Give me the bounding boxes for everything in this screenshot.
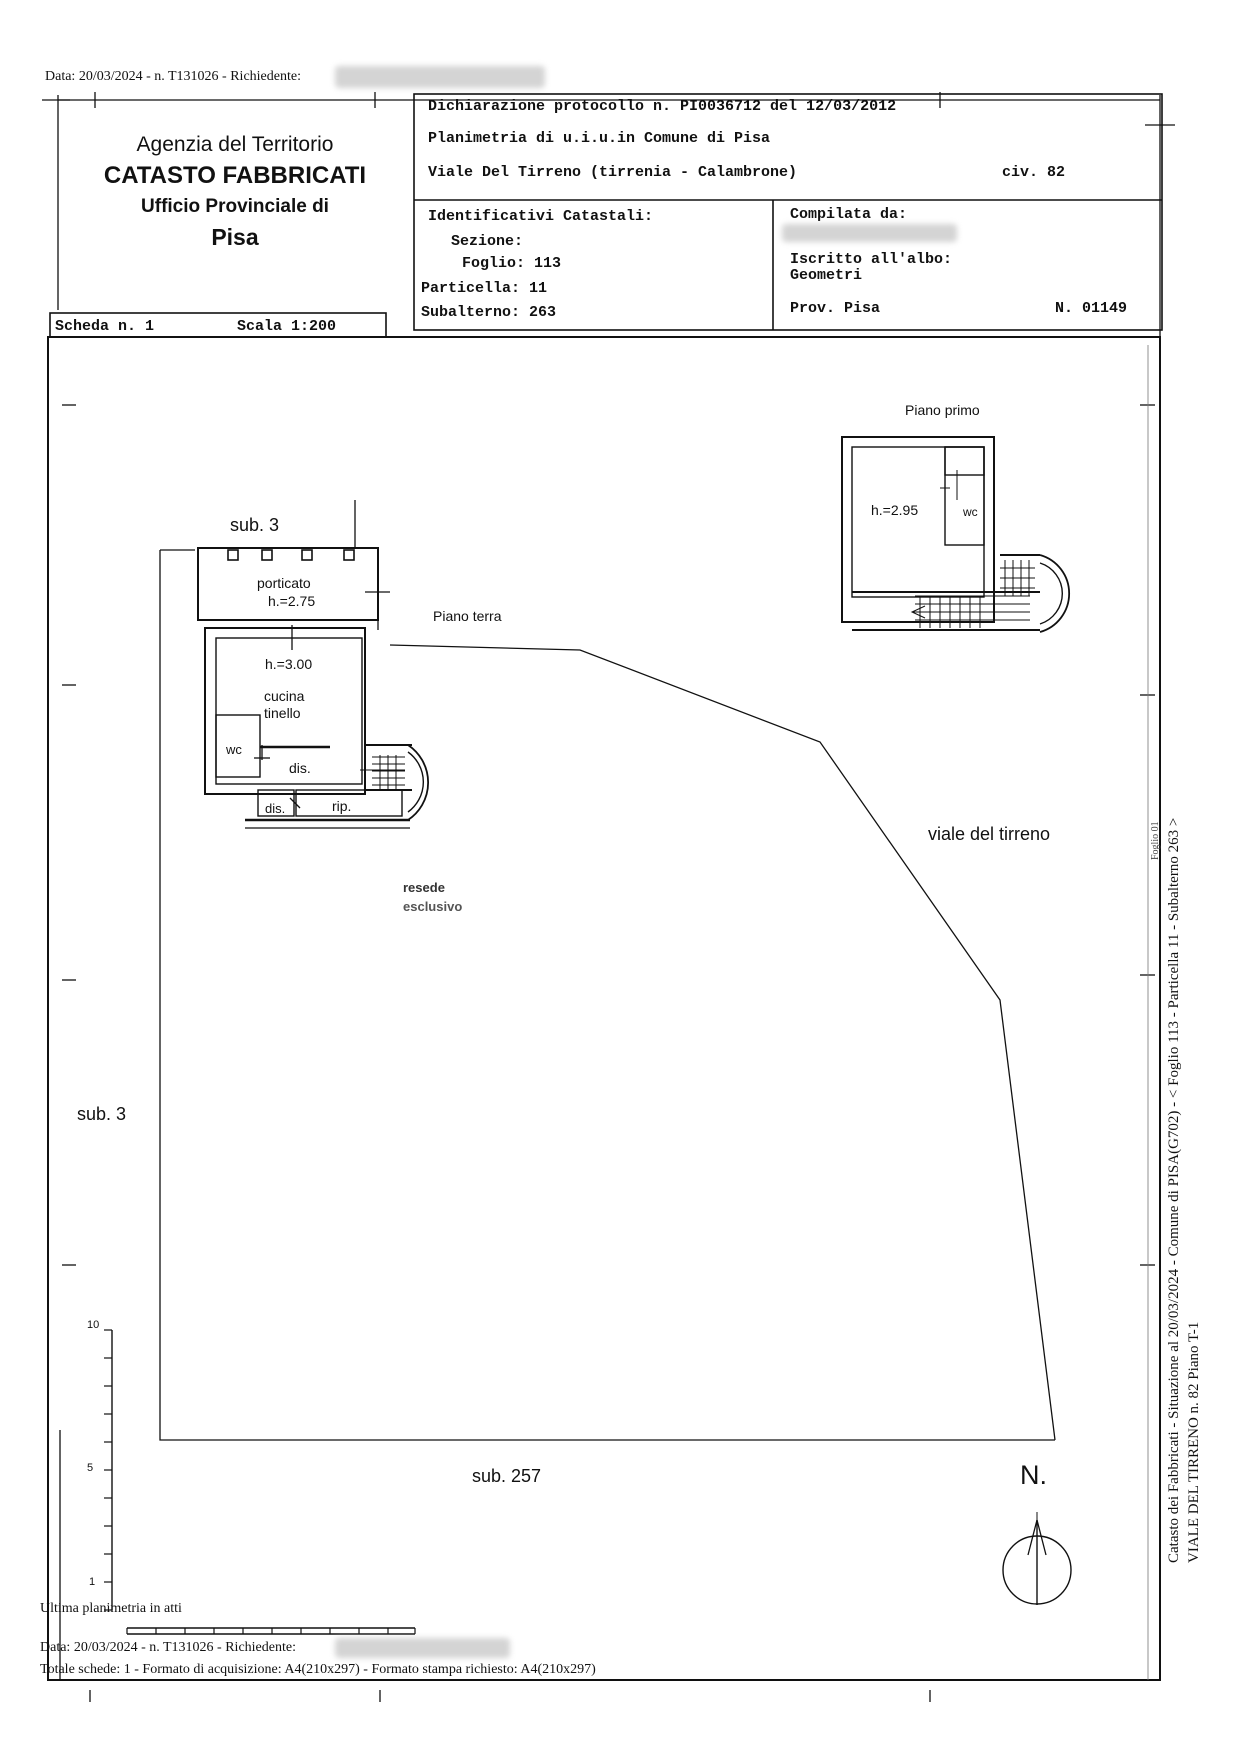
office-title: Ufficio Provinciale di (141, 196, 329, 217)
side-address: VIALE DEL TIRRENO n. 82 Piano T-1 (1186, 1321, 1202, 1563)
label-sub3-top: sub. 3 (230, 515, 280, 535)
scale-tick-10: 10 (87, 1319, 100, 1331)
declaration-protocol: Dichiarazione protocollo n. PI0036712 de… (428, 98, 897, 115)
albo-label: Iscritto all'albo: (790, 251, 953, 268)
catasto-title: CATASTO FABBRICATI (103, 162, 367, 189)
address: Viale Del Tirreno (tirrenia - Calambrone… (428, 164, 798, 181)
scale-tick-5: 5 (87, 1462, 94, 1474)
foglio: Foglio: 113 (462, 255, 562, 272)
scala: Scala 1:200 (237, 318, 337, 335)
label-viale-del-tirreno: viale del tirreno (928, 824, 1051, 844)
north-label: N. (1020, 1460, 1047, 1490)
redacted-compiler (782, 224, 957, 242)
office-city: Pisa (211, 224, 259, 250)
redacted-requester-footer (335, 1638, 510, 1658)
label-h-porticato: h.=2.75 (268, 593, 316, 609)
compiler-heading: Compilata da: (790, 206, 908, 223)
label-dis-2: dis. (265, 801, 286, 816)
label-h-first: h.=2.95 (871, 502, 919, 518)
footer-meta-line: Data: 20/03/2024 - n. T131026 - Richiede… (40, 1640, 296, 1655)
label-dis-1: dis. (289, 760, 311, 776)
label-wc-ground: wc (226, 742, 242, 757)
scale-tick-1: 1 (89, 1576, 96, 1588)
identifiers-heading: Identificativi Catastali: (428, 208, 654, 225)
subalterno: Subalterno: 263 (421, 304, 557, 321)
label-sub257: sub. 257 (472, 1466, 542, 1486)
label-piano-primo: Piano primo (905, 402, 980, 418)
label-sub3-left: sub. 3 (77, 1104, 127, 1124)
last-plan-note: Ultima planimetria in atti (40, 1601, 182, 1616)
label-porticato: porticato (257, 575, 311, 591)
sezione: Sezione: (451, 233, 524, 250)
label-esclusivo: esclusivo (403, 899, 463, 914)
label-h-kitchen: h.=3.00 (265, 656, 313, 672)
profession: Geometri (790, 267, 863, 284)
province: Prov. Pisa (790, 300, 881, 317)
particella: Particella: 11 (421, 280, 548, 297)
plan-title: Planimetria di u.i.u.in Comune di Pisa (428, 130, 771, 147)
totals-line: Totale schede: 1 - Formato di acquisizio… (40, 1662, 596, 1677)
label-rip: rip. (332, 798, 352, 814)
scheda-number: Scheda n. 1 (55, 318, 155, 335)
label-cucina: cucina (264, 688, 305, 704)
redacted-requester (335, 66, 545, 88)
header-meta-line: Data: 20/03/2024 - n. T131026 - Richiede… (45, 69, 301, 84)
label-tinello: tinello (264, 705, 301, 721)
label-wc-first: wc (963, 505, 978, 519)
label-piano-terra: Piano terra (433, 608, 502, 624)
agency-title: Agenzia del Territorio (136, 133, 334, 156)
registration-number: N. 01149 (1055, 300, 1128, 317)
side-cadastral-info: Catasto dei Fabbricati - Situazione al 2… (1166, 817, 1182, 1563)
civic-number: civ. 82 (1002, 164, 1066, 181)
side-sheet-small: Foglio 01 (1150, 821, 1161, 860)
label-resede: resede (403, 880, 445, 895)
